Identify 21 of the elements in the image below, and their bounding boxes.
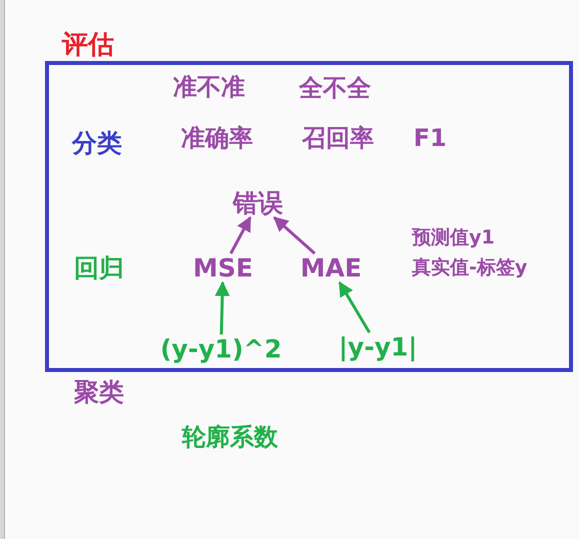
metric-text: 召回率	[302, 126, 374, 150]
metric-text: F1	[413, 126, 447, 150]
criterion-text: 准不准	[173, 75, 245, 99]
category-label: 聚类	[74, 380, 124, 404]
note-text: 预测值y1	[412, 228, 495, 248]
arrow	[273, 216, 316, 255]
term-text: |y-y1|	[338, 334, 418, 360]
category-label: 分类	[72, 130, 122, 156]
note-text: 真实值-标签y	[412, 258, 528, 278]
metric-text: 准确率	[181, 126, 253, 150]
arrow	[229, 216, 252, 254]
metric-text: 轮廓系数	[182, 425, 278, 449]
arrow	[214, 281, 230, 335]
term-text: (y-y1)^2	[160, 336, 282, 362]
criterion-text: 全不全	[299, 76, 371, 100]
heading: 评估	[62, 32, 114, 58]
category-label: 回归	[74, 256, 124, 280]
term-text: 错误	[233, 190, 283, 216]
term-text: MAE	[300, 256, 362, 280]
arrow	[338, 281, 371, 334]
term-text: MSE	[193, 256, 253, 280]
